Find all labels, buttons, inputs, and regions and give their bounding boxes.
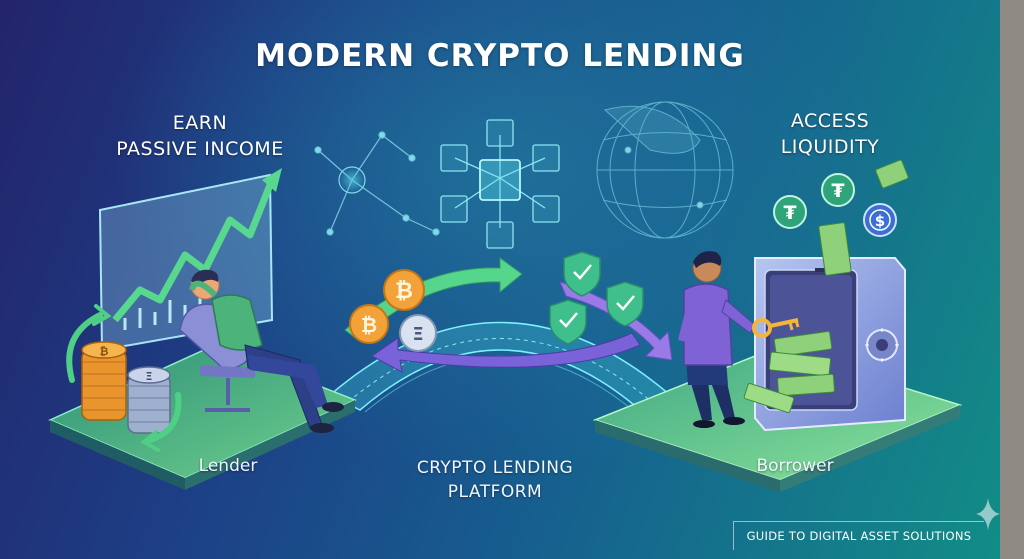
sparkle-icon	[976, 498, 1000, 530]
earn-passive-income-heading: EARN PASSIVE INCOME	[70, 110, 330, 162]
bitcoin-coin-middle-top: ₿	[383, 269, 425, 311]
tether-coin-small: ₮	[773, 195, 807, 229]
network-graph-icon	[314, 131, 440, 236]
right-edge-strip	[1000, 0, 1024, 559]
shield-check-icon	[549, 251, 644, 345]
bitcoin-symbol: ₿	[100, 345, 109, 358]
page-title: MODERN CRYPTO LENDING	[255, 38, 745, 74]
tether-coin-large: ₮	[821, 173, 855, 207]
bitcoin-coin-stack: ₿	[81, 341, 127, 421]
cycle-arrows-icon	[66, 304, 182, 452]
blockchain-cubes-icon	[440, 119, 560, 249]
tether-symbol: ₮	[783, 202, 796, 224]
earn-heading-line1: EARN	[172, 112, 228, 134]
access-heading-line2: LIQUIDITY	[780, 136, 880, 158]
ethereum-symbol: Ξ	[146, 370, 153, 383]
borrower-person	[678, 251, 756, 428]
tether-symbol: ₮	[831, 180, 844, 202]
globe-icon	[596, 101, 734, 239]
bitcoin-symbol: ₿	[395, 279, 413, 304]
ethereum-coin-stack: Ξ	[127, 366, 171, 434]
bitcoin-symbol: ₿	[361, 313, 377, 337]
lender-person	[179, 269, 344, 433]
access-liquidity-heading: ACCESS LIQUIDITY	[730, 108, 930, 160]
lender-label: Lender	[198, 456, 258, 476]
golden-key-icon	[752, 318, 800, 338]
usdc-symbol: $	[875, 212, 885, 230]
platform-label: CRYPTO LENDING PLATFORM	[380, 456, 610, 504]
ethereum-coin-middle: Ξ	[399, 314, 437, 352]
platform-label-line1: CRYPTO LENDING	[416, 458, 574, 478]
footer-caption: GUIDE TO DIGITAL ASSET SOLUTIONS	[733, 521, 984, 550]
platform-label-line2: PLATFORM	[447, 482, 543, 502]
ethereum-symbol: Ξ	[412, 324, 423, 345]
earn-heading-line2: PASSIVE INCOME	[116, 138, 284, 160]
illustration-layer: ₿ ₿ Ξ	[48, 101, 1000, 530]
usdc-coin: $	[863, 203, 897, 237]
cash-bills-icon	[743, 159, 909, 414]
bitcoin-coin-middle-bottom: ₿	[349, 304, 389, 344]
borrower-label: Borrower	[756, 456, 834, 476]
purple-flow-arrow	[371, 332, 641, 373]
access-heading-line1: ACCESS	[790, 110, 870, 132]
